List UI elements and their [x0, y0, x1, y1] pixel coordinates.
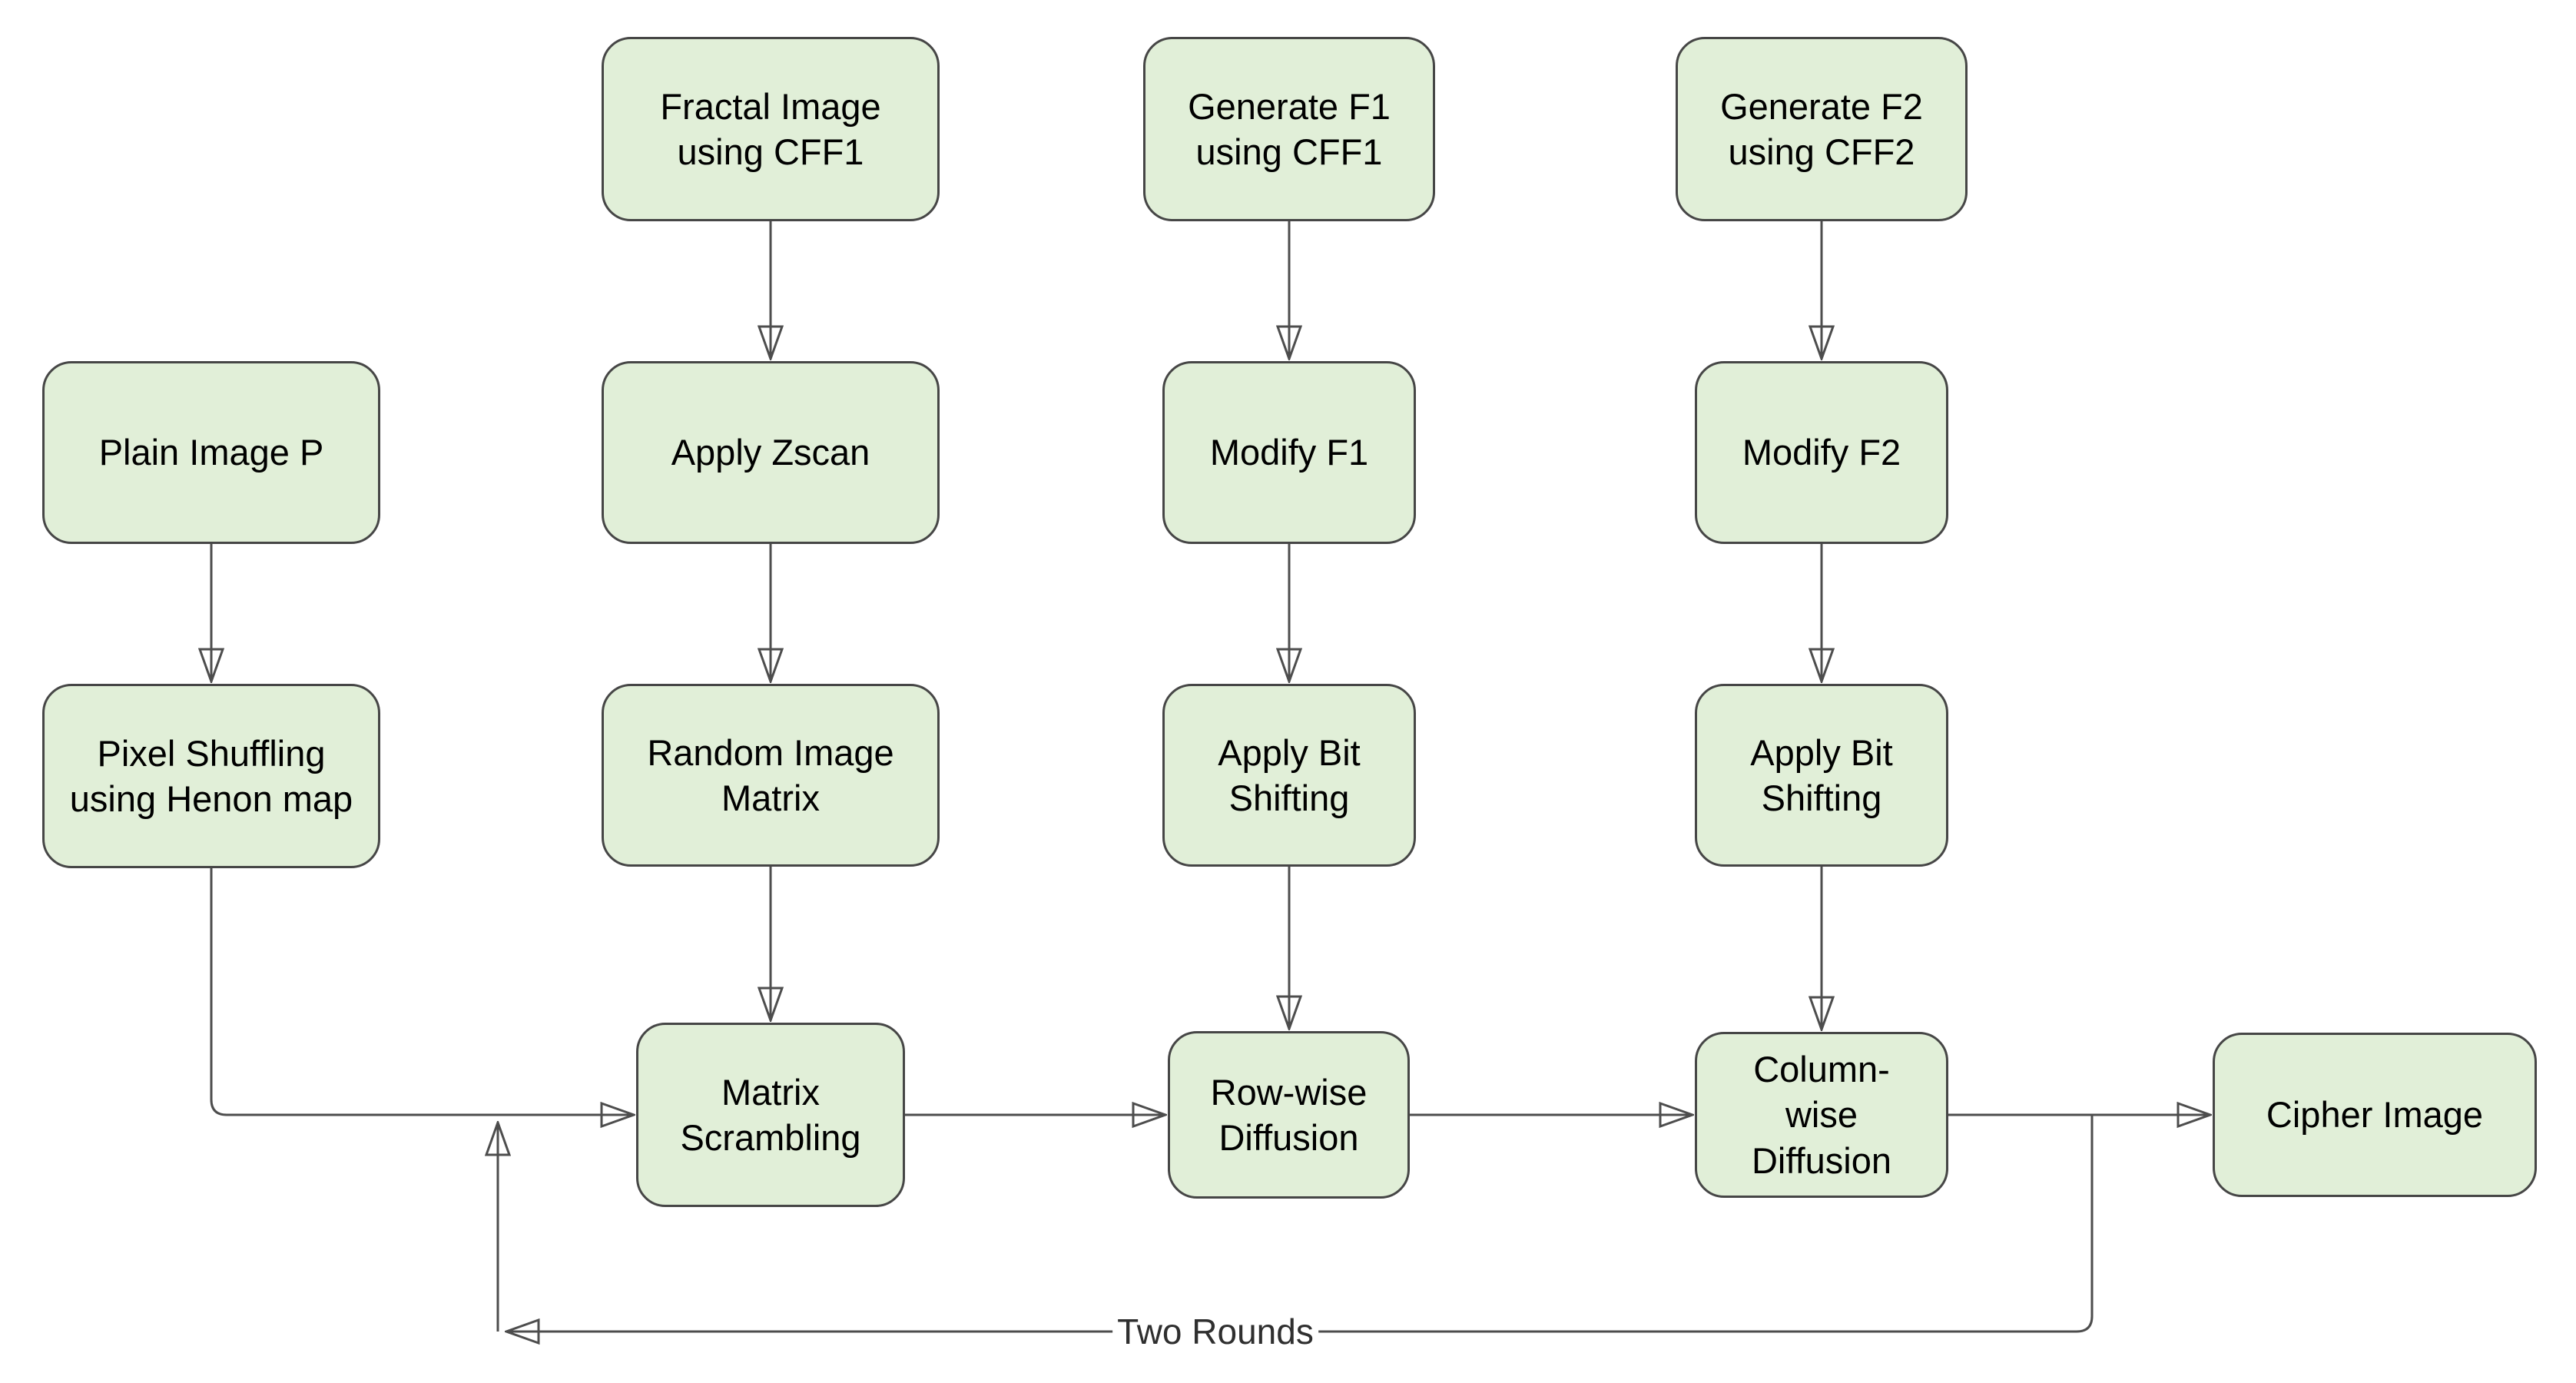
node-fractal-image: Fractal Image using CFF1 [602, 37, 940, 221]
node-pixel-shuffling: Pixel Shuffling using Henon map [42, 684, 380, 868]
feedback-edge-label: Two Rounds [1112, 1311, 1318, 1352]
node-row-wise-diffusion: Row-wise Diffusion [1168, 1031, 1410, 1199]
node-random-image-matrix: Random Image Matrix [602, 684, 940, 867]
node-plain-image: Plain Image P [42, 361, 380, 544]
node-modify-f1: Modify F1 [1162, 361, 1416, 544]
node-modify-f2: Modify F2 [1695, 361, 1948, 544]
node-cipher-image: Cipher Image [2213, 1033, 2537, 1197]
node-column-wise-diffusion: Column-wise Diffusion [1695, 1032, 1948, 1198]
node-generate-f2: Generate F2 using CFF2 [1676, 37, 1968, 221]
node-apply-bit-shifting-2: Apply Bit Shifting [1695, 684, 1948, 867]
node-apply-zscan: Apply Zscan [602, 361, 940, 544]
node-apply-bit-shifting-1: Apply Bit Shifting [1162, 684, 1416, 867]
node-generate-f1: Generate F1 using CFF1 [1143, 37, 1435, 221]
wire-feedback-return [507, 1115, 2094, 1332]
node-matrix-scrambling: Matrix Scrambling [636, 1023, 905, 1207]
wire-pixel-shuffling-to-matrix-scrambling [210, 868, 633, 1115]
